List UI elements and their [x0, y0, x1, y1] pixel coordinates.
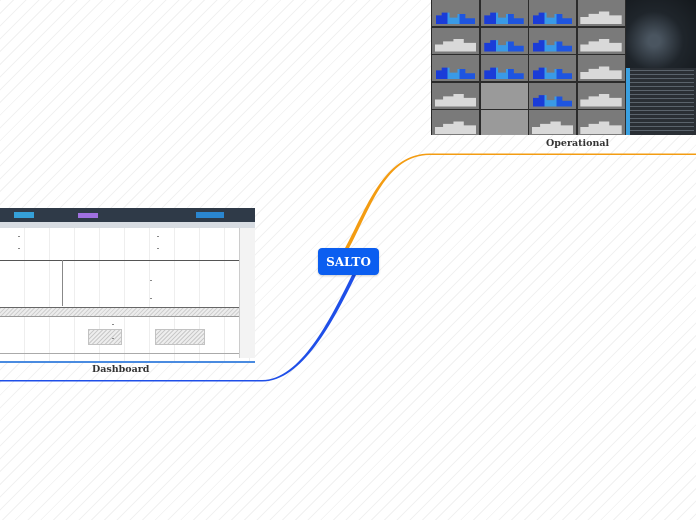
operational-screenshot — [431, 0, 696, 135]
root-node-label: SALTO — [326, 254, 371, 269]
dashboard-screenshot — [0, 208, 255, 363]
chart-panel — [577, 0, 625, 26]
dashboard-subheader — [0, 222, 255, 228]
operational-list-view — [626, 68, 696, 135]
connector-operational — [344, 153, 696, 250]
chart-panel — [577, 110, 625, 135]
chart-panel — [577, 82, 625, 109]
chart-panel — [529, 0, 576, 26]
operational-chart-grid — [432, 0, 625, 135]
root-node[interactable]: SALTO — [318, 248, 379, 275]
chart-panel — [432, 27, 479, 54]
chart-panel — [480, 82, 528, 109]
chart-panel — [480, 110, 528, 135]
chart-panel — [480, 0, 528, 26]
chart-panel — [577, 27, 625, 54]
chart-panel — [577, 55, 625, 81]
dashboard-side-column — [239, 228, 255, 358]
chart-panel — [480, 55, 528, 81]
operational-map-view — [626, 0, 696, 68]
chart-panel — [529, 55, 576, 81]
chart-panel — [432, 0, 479, 26]
chart-panel — [432, 110, 479, 135]
branch-label-operational[interactable]: Operational — [546, 138, 610, 149]
chart-panel — [529, 27, 576, 54]
chart-panel — [432, 55, 479, 81]
dashboard-toolbar — [0, 208, 255, 222]
chart-panel — [529, 82, 576, 109]
chart-panel — [432, 82, 479, 109]
chart-panel — [480, 27, 528, 54]
dashboard-timeline — [0, 228, 255, 361]
branch-label-dashboard[interactable]: Dashboard — [92, 364, 150, 375]
chart-panel — [529, 110, 576, 135]
